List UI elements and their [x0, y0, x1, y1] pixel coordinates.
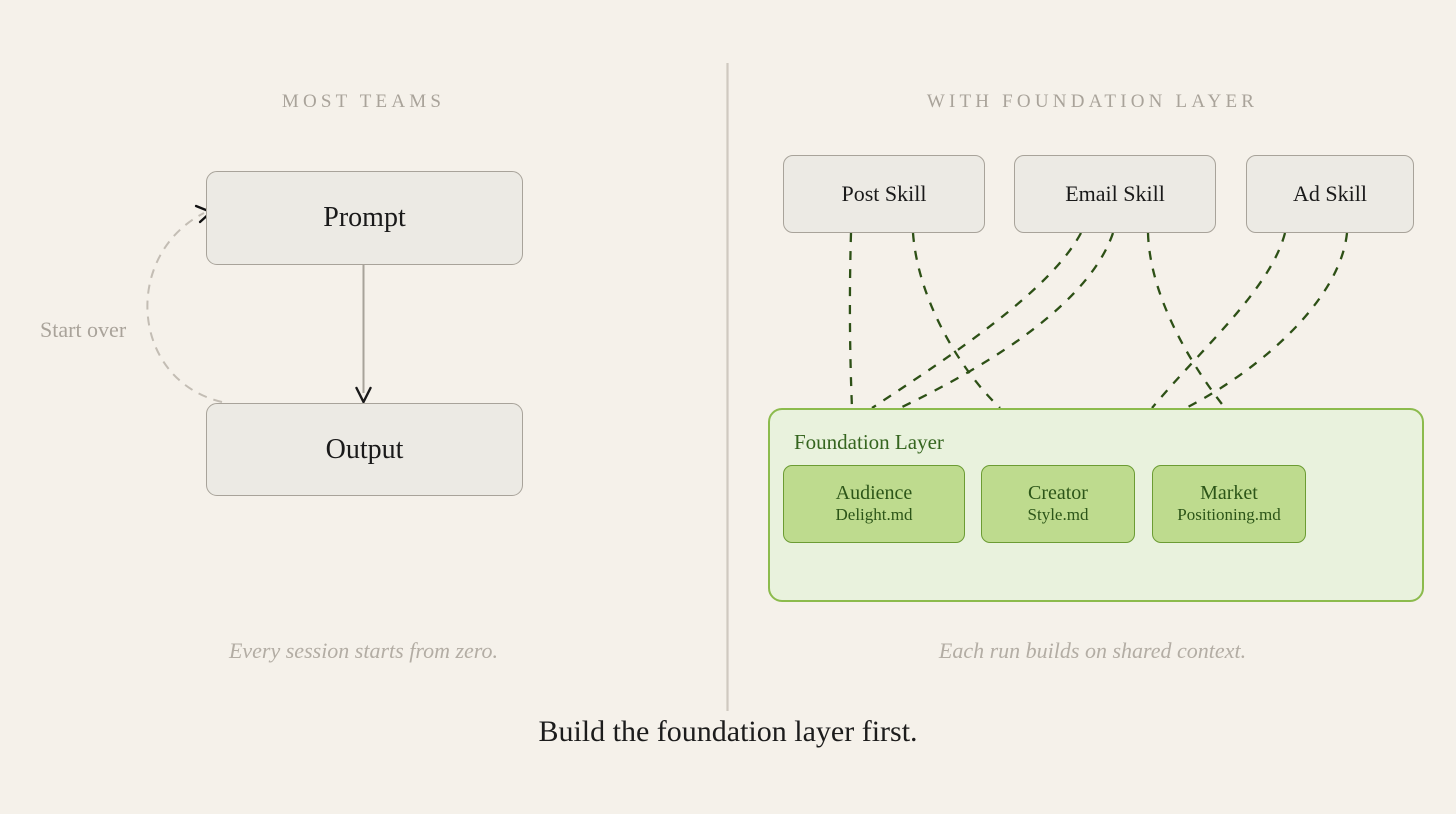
asset-card-line1: Creator	[1028, 481, 1088, 504]
asset-card-line1: Audience	[835, 481, 913, 504]
asset-card-creator-style: Creator Style.md	[981, 465, 1135, 543]
asset-card-line1: Market	[1200, 481, 1258, 504]
left-footnote: Every session starts from zero.	[228, 638, 499, 663]
connector-email-2	[899, 232, 1115, 410]
foundation-layer-title: Foundation Layer	[794, 430, 944, 454]
right-footnote: Each run builds on shared context.	[938, 638, 1247, 663]
connector-ad-1	[1151, 232, 1287, 409]
asset-card-line2: Positioning.md	[1177, 505, 1281, 525]
skill-box-ad: Ad Skill	[1246, 155, 1414, 233]
connector-email-1	[871, 232, 1083, 409]
connector-ad-2	[1185, 232, 1349, 410]
node-prompt: Prompt	[206, 171, 523, 265]
connector-post-1	[848, 232, 854, 409]
connector-post-2	[911, 232, 1001, 409]
start-over-label: Start over	[40, 317, 127, 342]
prompt-to-output-arrowhead	[355, 386, 372, 405]
node-output: Output	[206, 403, 523, 496]
asset-card-line2: Delight.md	[835, 505, 913, 525]
asset-card-line2: Style.md	[1027, 505, 1089, 525]
bottom-caption: Build the foundation layer first.	[538, 715, 918, 748]
skill-to-foundation-connectors	[848, 232, 1349, 410]
skill-box-email: Email Skill	[1014, 155, 1216, 233]
asset-card-market-positioning: Market Positioning.md	[1152, 465, 1306, 543]
skill-box-post: Post Skill	[783, 155, 985, 233]
connector-email-3	[1146, 232, 1226, 409]
right-column-header: WITH FOUNDATION LAYER	[926, 91, 1259, 112]
left-column-header: MOST TEAMS	[281, 91, 446, 112]
asset-card-audience-delight: Audience Delight.md	[783, 465, 965, 543]
